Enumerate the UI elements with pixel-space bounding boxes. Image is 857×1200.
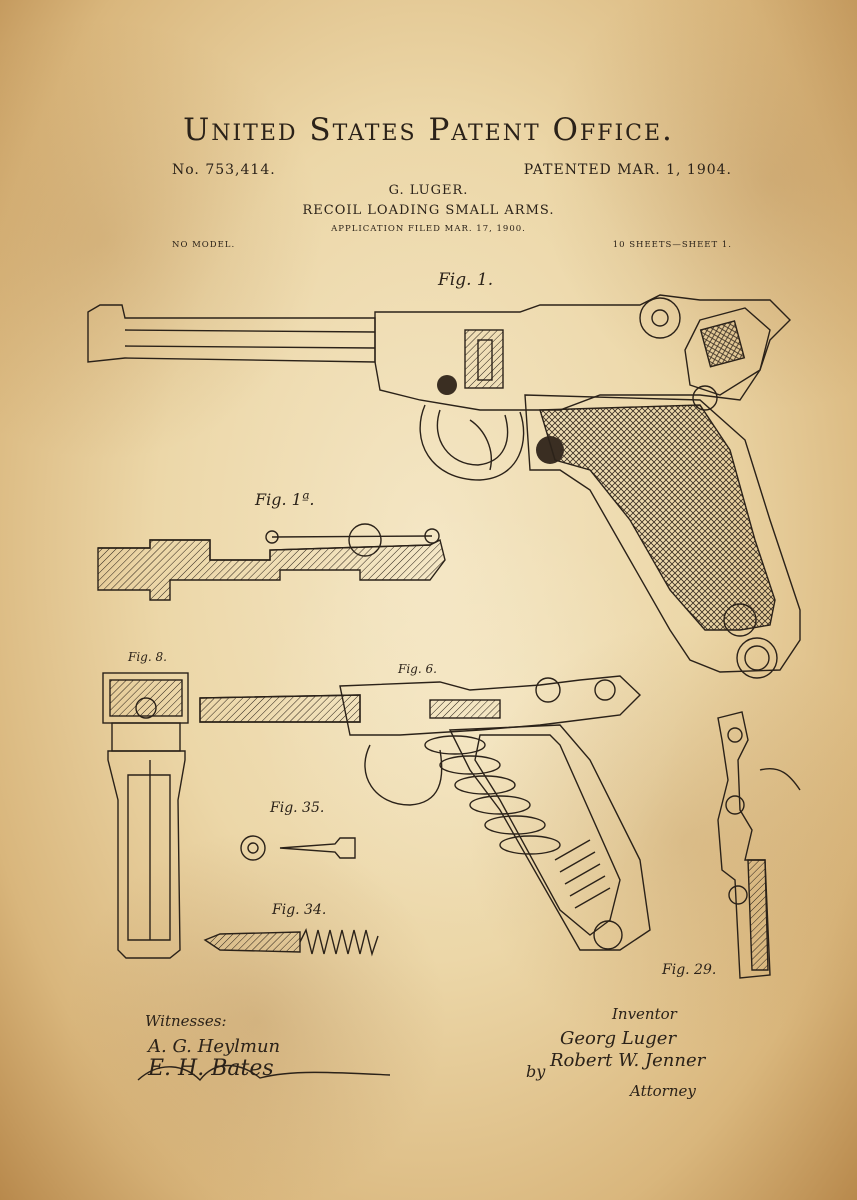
inventor-label: Inventor bbox=[612, 1005, 677, 1023]
patent-date: PATENTED MAR. 1, 1904. bbox=[523, 162, 732, 178]
fig35-label: Fig. 35. bbox=[270, 800, 325, 816]
fig8-rear-view-drawing bbox=[102, 672, 189, 959]
fig8-label: Fig. 8. bbox=[128, 650, 167, 664]
fig35-part-drawing bbox=[240, 835, 356, 861]
fig1-pistol-drawing bbox=[87, 294, 801, 679]
fig6-cutaway-drawing bbox=[199, 675, 651, 951]
inventor-name: G. LUGER. bbox=[388, 183, 469, 198]
filing-date: APPLICATION FILED MAR. 17, 1900. bbox=[331, 224, 526, 234]
inventor-signature: Georg Luger bbox=[560, 1028, 677, 1049]
fig29-label: Fig. 29. bbox=[662, 962, 717, 978]
witness-signature-marks bbox=[137, 1064, 391, 1082]
sheet-info: 10 SHEETS—SHEET 1. bbox=[612, 240, 732, 250]
by-label: by bbox=[526, 1062, 546, 1081]
fig34-spring-drawing bbox=[203, 927, 379, 957]
fig34-label: Fig. 34. bbox=[272, 902, 327, 918]
fig1a-label: Fig. 1ª. bbox=[255, 490, 315, 509]
fig1-label: Fig. 1. bbox=[438, 270, 494, 290]
patent-number: No. 753,414. bbox=[172, 162, 276, 178]
attorney-label: Attorney bbox=[630, 1082, 696, 1100]
fig1a-toggle-drawing bbox=[97, 523, 446, 601]
model-note: NO MODEL. bbox=[172, 240, 236, 250]
witnesses-label: Witnesses: bbox=[145, 1012, 227, 1030]
witness-1-signature: A. G. Heylmun bbox=[148, 1036, 281, 1057]
attorney-signature: Robert W. Jenner bbox=[550, 1050, 706, 1071]
fig6-label: Fig. 6. bbox=[398, 662, 437, 676]
patent-subject: RECOIL LOADING SMALL ARMS. bbox=[302, 203, 555, 218]
witness-2-signature: E. H. Bates bbox=[148, 1056, 274, 1081]
patent-office-title: United States Patent Office. bbox=[183, 112, 674, 148]
fig29-part-drawing bbox=[717, 711, 801, 979]
